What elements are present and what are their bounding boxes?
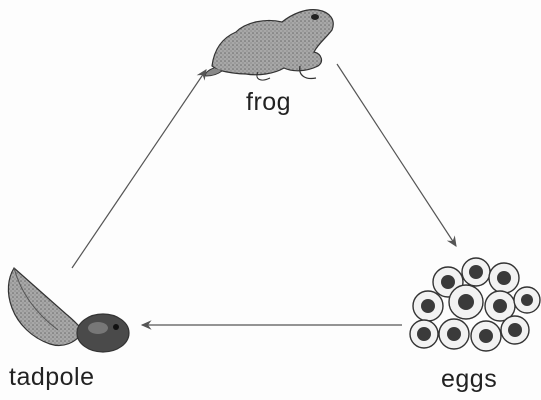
tadpole-illustration xyxy=(8,268,129,352)
frog-illustration xyxy=(205,10,333,80)
arrow-frog-to-eggs xyxy=(337,64,456,246)
tadpole-label: tadpole xyxy=(9,363,95,392)
eggs-illustration xyxy=(410,258,540,351)
frog-label: frog xyxy=(246,88,291,117)
arrow-tadpole-to-frog xyxy=(72,70,206,268)
eggs-label: eggs xyxy=(441,365,497,394)
